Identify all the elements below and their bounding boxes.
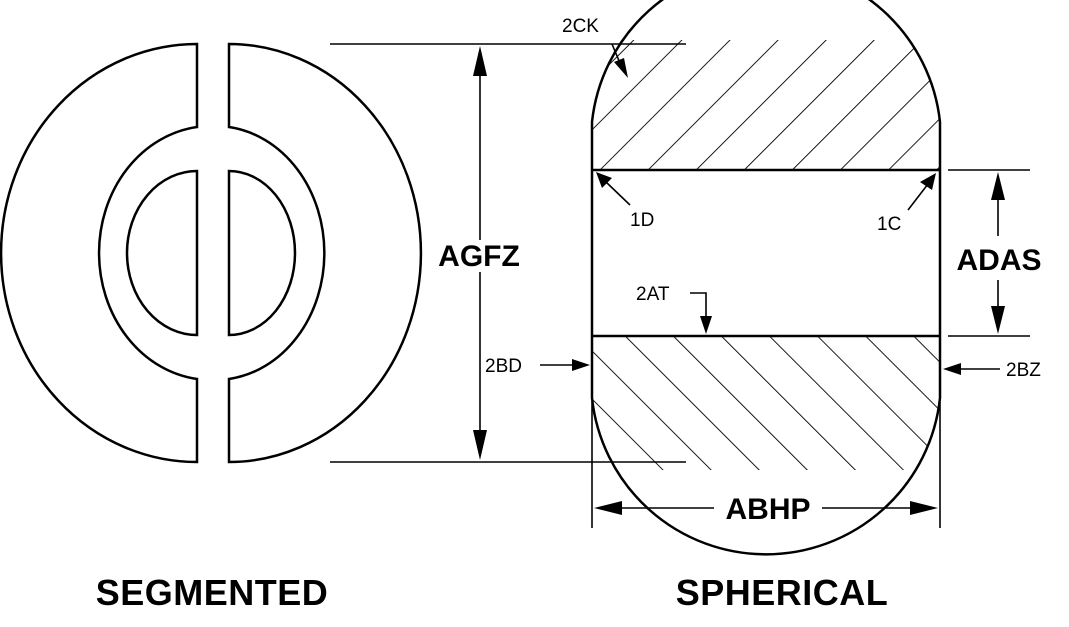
callout-2at: 2AT xyxy=(636,284,712,334)
dimension-adas: ADAS xyxy=(948,169,1042,337)
callout-1c: 1C xyxy=(877,173,936,235)
arrowhead xyxy=(614,58,628,78)
arrowhead xyxy=(596,172,612,188)
callout-label-2at: 2AT xyxy=(636,284,670,305)
callout-label-2bd: 2BD xyxy=(485,356,522,377)
callout-2bz: 2BZ xyxy=(943,360,1041,381)
callout-label-2ck: 2CK xyxy=(562,16,599,37)
callout-1d: 1D xyxy=(596,172,654,231)
callout-2bd: 2BD xyxy=(485,356,590,377)
arrowhead-left xyxy=(594,501,622,515)
callout-label-1c: 1C xyxy=(877,214,901,235)
callout-2ck: 2CK xyxy=(562,16,628,78)
arrowhead-up xyxy=(473,46,487,76)
segment-right xyxy=(227,42,423,464)
caption-spherical: SPHERICAL xyxy=(676,572,889,613)
arrowhead xyxy=(943,363,961,375)
segmented-view xyxy=(0,42,423,464)
dimension-label-abhp: ABHP xyxy=(725,493,810,526)
sphere-outline xyxy=(590,0,942,556)
arrowhead-down xyxy=(991,306,1005,334)
dimension-label-adas: ADAS xyxy=(956,244,1041,277)
arrowhead-right xyxy=(910,501,938,515)
hatch-bottom xyxy=(592,336,940,470)
caption-segmented: SEGMENTED xyxy=(96,572,329,613)
arrowhead xyxy=(920,173,936,190)
dimension-label-agfz: AGFZ xyxy=(438,240,520,273)
arrowhead xyxy=(700,316,712,334)
hatch-top xyxy=(592,40,940,171)
dimension-agfz: AGFZ xyxy=(330,43,686,463)
segment-left xyxy=(0,42,199,464)
callout-label-2bz: 2BZ xyxy=(1006,360,1041,381)
arrowhead-up xyxy=(991,172,1005,200)
spherical-view xyxy=(590,0,942,556)
dimension-abhp: ABHP xyxy=(591,402,941,528)
callout-label-1d: 1D xyxy=(630,210,654,231)
arrowhead-down xyxy=(473,430,487,460)
arrowhead xyxy=(572,359,590,371)
